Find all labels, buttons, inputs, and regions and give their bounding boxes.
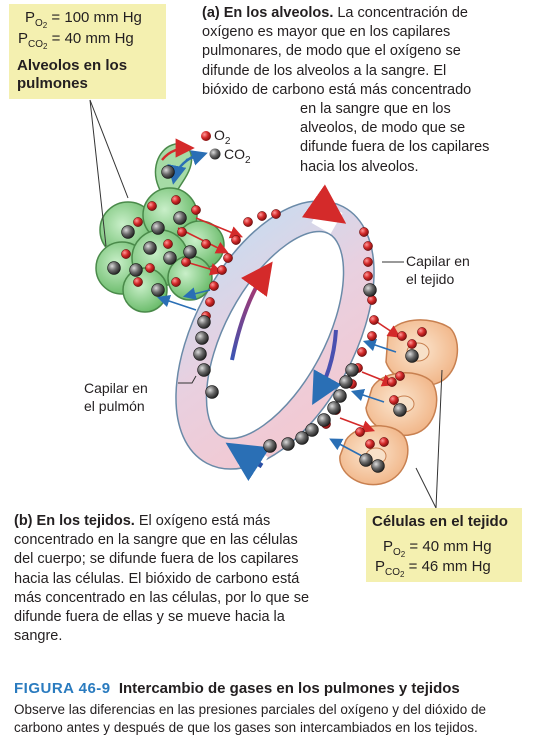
co2-molecule <box>161 165 175 179</box>
co2-molecule <box>281 437 295 451</box>
section-a-text: (a) En los alveolos. La concentración de… <box>202 5 490 175</box>
tissue-exchange-arrows <box>329 319 401 457</box>
o2-molecule <box>389 395 399 405</box>
capillary-loop <box>175 184 375 482</box>
o2-molecule <box>209 281 219 291</box>
flow-arrow-inner-left <box>230 261 273 361</box>
legend-co2-label: CO2 <box>224 146 251 166</box>
tissue-capillary-label: Capilar en el tejido <box>406 253 470 287</box>
co2-molecule <box>263 439 277 453</box>
o2-molecule <box>271 209 281 219</box>
co2-molecule <box>333 389 347 403</box>
o2-molecule <box>357 347 367 357</box>
o2-molecule <box>171 195 181 205</box>
lung-po2-line: PO2 = 100 mm Hg <box>25 9 142 30</box>
caption-title: Intercambio de gases en los pulmones y t… <box>118 680 460 697</box>
tissue-po2-line: PO2 = 40 mm Hg <box>383 538 492 559</box>
flow-arrow-oxygenated <box>301 184 347 224</box>
co2-molecule <box>393 403 407 417</box>
o2-molecule <box>133 217 143 227</box>
o2-molecule <box>231 235 241 245</box>
molecules <box>107 165 427 473</box>
co2-molecule <box>195 331 209 345</box>
o2-molecule <box>121 249 131 259</box>
o2-molecule <box>387 377 397 387</box>
o2-molecule <box>147 201 157 211</box>
co2-molecule <box>151 221 165 235</box>
co2-molecule <box>173 211 187 225</box>
o2-molecule <box>191 205 201 215</box>
tissue-pressure-box: Células en el tejido PO2 = 40 mm Hg PCO2… <box>366 508 522 582</box>
o2-molecule <box>367 331 377 341</box>
o2-molecule <box>257 211 267 221</box>
lung-pressure-box: PO2 = 100 mm Hg PCO2 = 40 mm Hg Alveolos… <box>9 4 166 99</box>
co2-molecule <box>193 347 207 361</box>
o2-molecule <box>417 327 427 337</box>
co2-molecule <box>305 423 319 437</box>
o2-molecule <box>145 263 155 273</box>
figure-caption: FIGURA 46-9 Intercambio de gases en los … <box>14 680 530 737</box>
legend-o2-label: O2 <box>214 127 231 147</box>
co2-molecule <box>363 283 377 297</box>
o2-molecule <box>365 439 375 449</box>
co2-molecule <box>121 225 135 239</box>
o2-molecule <box>397 331 407 341</box>
flow-arrow-deoxygenated <box>225 442 271 482</box>
o2-molecule <box>181 257 191 267</box>
tissue-pco2-line: PCO2 = 46 mm Hg <box>375 558 491 579</box>
o2-molecule <box>133 277 143 287</box>
co2-molecule <box>107 261 121 275</box>
co2-molecule <box>339 375 353 389</box>
co2-molecule <box>163 251 177 265</box>
o2-molecule <box>223 253 233 263</box>
o2-molecule <box>205 297 215 307</box>
o2-molecule <box>369 315 379 325</box>
lung-pco2-line: PCO2 = 40 mm Hg <box>18 30 134 51</box>
o2-molecule <box>171 277 181 287</box>
o2-molecule <box>363 241 373 251</box>
pointer-lines <box>89 99 443 509</box>
o2-molecule <box>163 239 173 249</box>
section-b-text: (b) En los tejidos. El oxígeno está más … <box>14 513 310 645</box>
o2-molecule <box>407 339 417 349</box>
lung-capillary-label: Capilar en el pulmón <box>84 380 148 414</box>
caption-line-1: Observe las diferencias en las presiones… <box>14 702 487 717</box>
co2-molecule <box>129 263 143 277</box>
co2-molecule <box>197 363 211 377</box>
o2-molecule <box>243 217 253 227</box>
o2-molecule <box>367 295 377 305</box>
co2-molecule <box>371 459 385 473</box>
co2-molecule <box>183 245 197 259</box>
o2-molecule <box>355 427 365 437</box>
caption-number: FIGURA 46-9 <box>14 680 111 697</box>
legend-co2-molecule <box>209 148 221 160</box>
flow-arrow-inner-right <box>312 329 342 405</box>
o2-molecule <box>363 257 373 267</box>
co2-molecule <box>205 385 219 399</box>
o2-molecule <box>201 239 211 249</box>
co2-molecule <box>405 349 419 363</box>
caption-line-2: carbono antes y después de que los gases… <box>14 720 478 735</box>
co2-molecule <box>317 413 331 427</box>
lung-box-title: Alveolos en los pulmones <box>17 57 128 92</box>
co2-molecule <box>345 363 359 377</box>
co2-molecule <box>197 315 211 329</box>
o2-molecule <box>359 227 369 237</box>
o2-molecule <box>379 437 389 447</box>
o2-molecule <box>177 227 187 237</box>
co2-molecule <box>295 431 309 445</box>
section-b-lead: (b) En los tejidos. <box>14 513 135 529</box>
co2-molecule <box>151 283 165 297</box>
co2-molecule <box>143 241 157 255</box>
co2-molecule <box>359 453 373 467</box>
o2-molecule <box>217 265 227 275</box>
section-a-lead: (a) En los alveolos. <box>202 5 334 21</box>
legend-o2-molecule <box>201 131 211 141</box>
co2-molecule <box>327 401 341 415</box>
o2-molecule <box>363 271 373 281</box>
caption-title-line: FIGURA 46-9 Intercambio de gases en los … <box>14 680 530 697</box>
tissue-box-title: Células en el tejido <box>372 513 508 530</box>
o2-molecule <box>395 371 405 381</box>
